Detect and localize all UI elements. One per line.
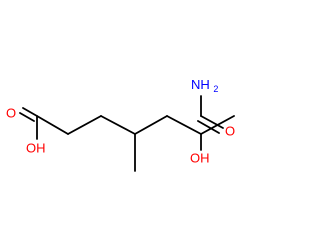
bond-c1-c2 — [36, 115, 69, 135]
bond-acid-carbonyl-a — [22, 107, 38, 117]
acid-hydroxyl-label: OH — [26, 140, 46, 155]
bond-amide-carbonyl-a — [200, 115, 224, 129]
bond-c3-c4 — [100, 115, 136, 135]
bond-amide-carbonyl-b — [197, 120, 220, 134]
amide-nitrogen-subscript: 2 — [213, 84, 218, 94]
bond-c2-c3 — [67, 115, 102, 135]
bond-c4-c5 — [134, 115, 168, 135]
amide-nitrogen-text: NH — [191, 77, 210, 92]
bond-acid-carbonyl-b — [19, 112, 35, 122]
secondary-hydroxyl-label: OH — [190, 150, 210, 165]
acid-carbonyl-oxygen-label: O — [6, 105, 16, 120]
amide-nitrogen-label: NH 2 — [191, 77, 218, 94]
amide-oxygen-label: O — [225, 123, 235, 138]
chemical-structure: O OH OH NH 2 O — [6, 77, 235, 172]
bond-c5-c6 — [166, 115, 202, 135]
